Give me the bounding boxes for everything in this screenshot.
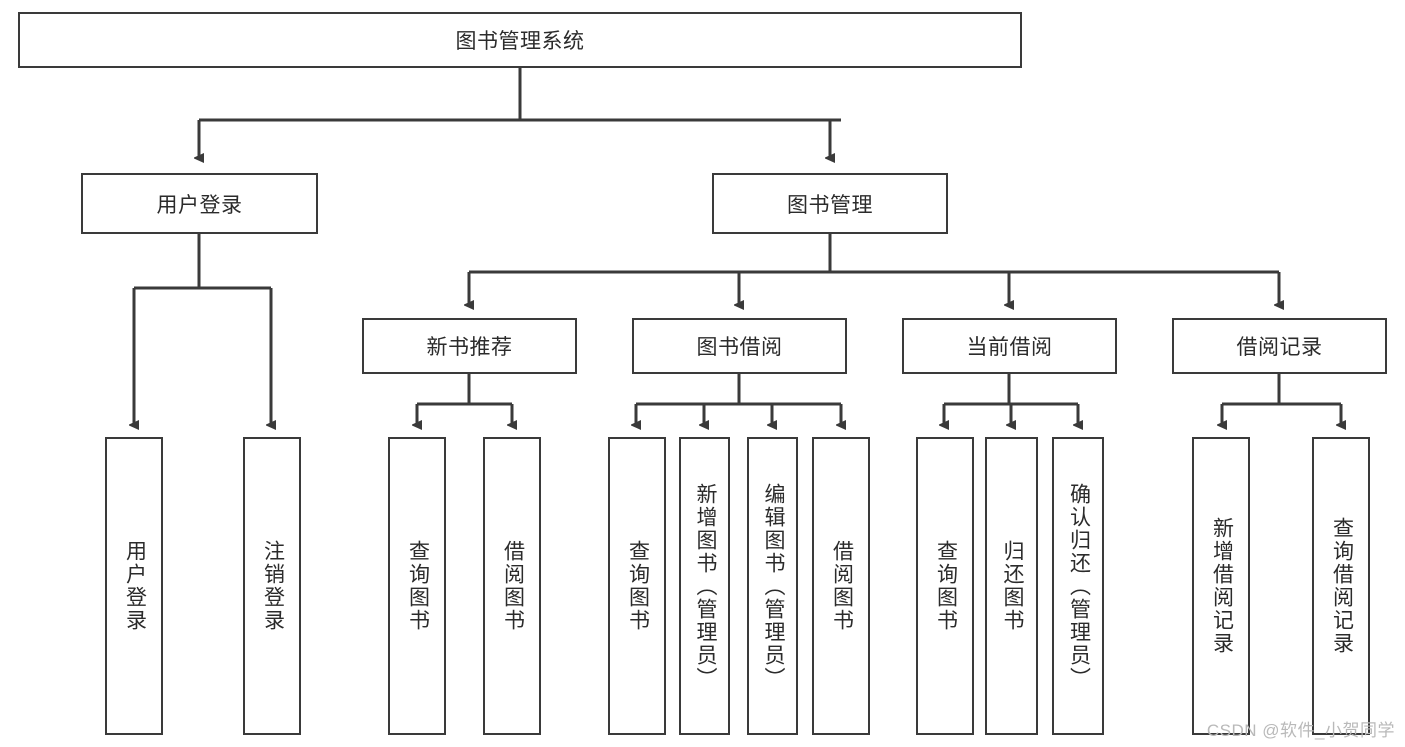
- leaf-user-login-label: 用户登录: [123, 540, 147, 632]
- node-borrow-record[interactable]: 借阅记录: [1172, 318, 1387, 374]
- leaf-query-book-newbook-label: 查询图书: [406, 540, 430, 632]
- leaf-borrow-book-newbook-label: 借阅图书: [501, 540, 525, 632]
- leaf-confirm-return-admin[interactable]: 确认归还（管理员）: [1052, 437, 1104, 735]
- leaf-return-book-label: 归还图书: [1000, 540, 1024, 632]
- leaf-confirm-return-admin-label: 确认归还（管理员）: [1067, 482, 1091, 690]
- leaf-logout-label: 注销登录: [261, 540, 285, 632]
- node-current-borrow-label: 当前借阅: [966, 336, 1053, 359]
- node-user-login-label: 用户登录: [156, 193, 243, 217]
- node-book-management[interactable]: 图书管理: [712, 173, 948, 234]
- node-user-login[interactable]: 用户登录: [81, 173, 318, 234]
- leaf-query-book-borrow[interactable]: 查询图书: [608, 437, 666, 735]
- leaf-add-borrow-record-label: 新增借阅记录: [1210, 517, 1234, 655]
- node-new-book-recommend-label: 新书推荐: [426, 336, 513, 359]
- leaf-add-book-admin[interactable]: 新增图书（管理员）: [679, 437, 730, 735]
- leaf-add-book-admin-label: 新增图书（管理员）: [693, 482, 717, 690]
- leaf-borrow-book-borrow[interactable]: 借阅图书: [812, 437, 870, 735]
- leaf-query-book-borrow-label: 查询图书: [626, 540, 650, 632]
- csdn-watermark: CSDN @软件_小贺同学: [1206, 721, 1395, 740]
- node-root[interactable]: 图书管理系统: [18, 12, 1022, 68]
- leaf-return-book[interactable]: 归还图书: [985, 437, 1038, 735]
- leaf-query-borrow-record-label: 查询借阅记录: [1330, 517, 1354, 655]
- node-book-management-label: 图书管理: [787, 193, 873, 217]
- leaf-borrow-book-borrow-label: 借阅图书: [830, 540, 854, 632]
- node-borrow-record-label: 借阅记录: [1236, 336, 1323, 359]
- leaf-query-borrow-record[interactable]: 查询借阅记录: [1312, 437, 1370, 735]
- leaf-query-book-current-label: 查询图书: [934, 540, 958, 632]
- leaf-user-login[interactable]: 用户登录: [105, 437, 163, 735]
- leaf-query-book-newbook[interactable]: 查询图书: [388, 437, 446, 735]
- node-new-book-recommend[interactable]: 新书推荐: [362, 318, 577, 374]
- leaf-query-book-current[interactable]: 查询图书: [916, 437, 974, 735]
- leaf-edit-book-admin[interactable]: 编辑图书（管理员）: [747, 437, 798, 735]
- node-current-borrow[interactable]: 当前借阅: [902, 318, 1117, 374]
- node-book-borrow[interactable]: 图书借阅: [632, 318, 847, 374]
- leaf-edit-book-admin-label: 编辑图书（管理员）: [761, 482, 785, 690]
- leaf-logout[interactable]: 注销登录: [243, 437, 301, 735]
- node-root-label: 图书管理系统: [455, 30, 585, 53]
- leaf-borrow-book-newbook[interactable]: 借阅图书: [483, 437, 541, 735]
- leaf-add-borrow-record[interactable]: 新增借阅记录: [1192, 437, 1250, 735]
- node-book-borrow-label: 图书借阅: [696, 336, 783, 359]
